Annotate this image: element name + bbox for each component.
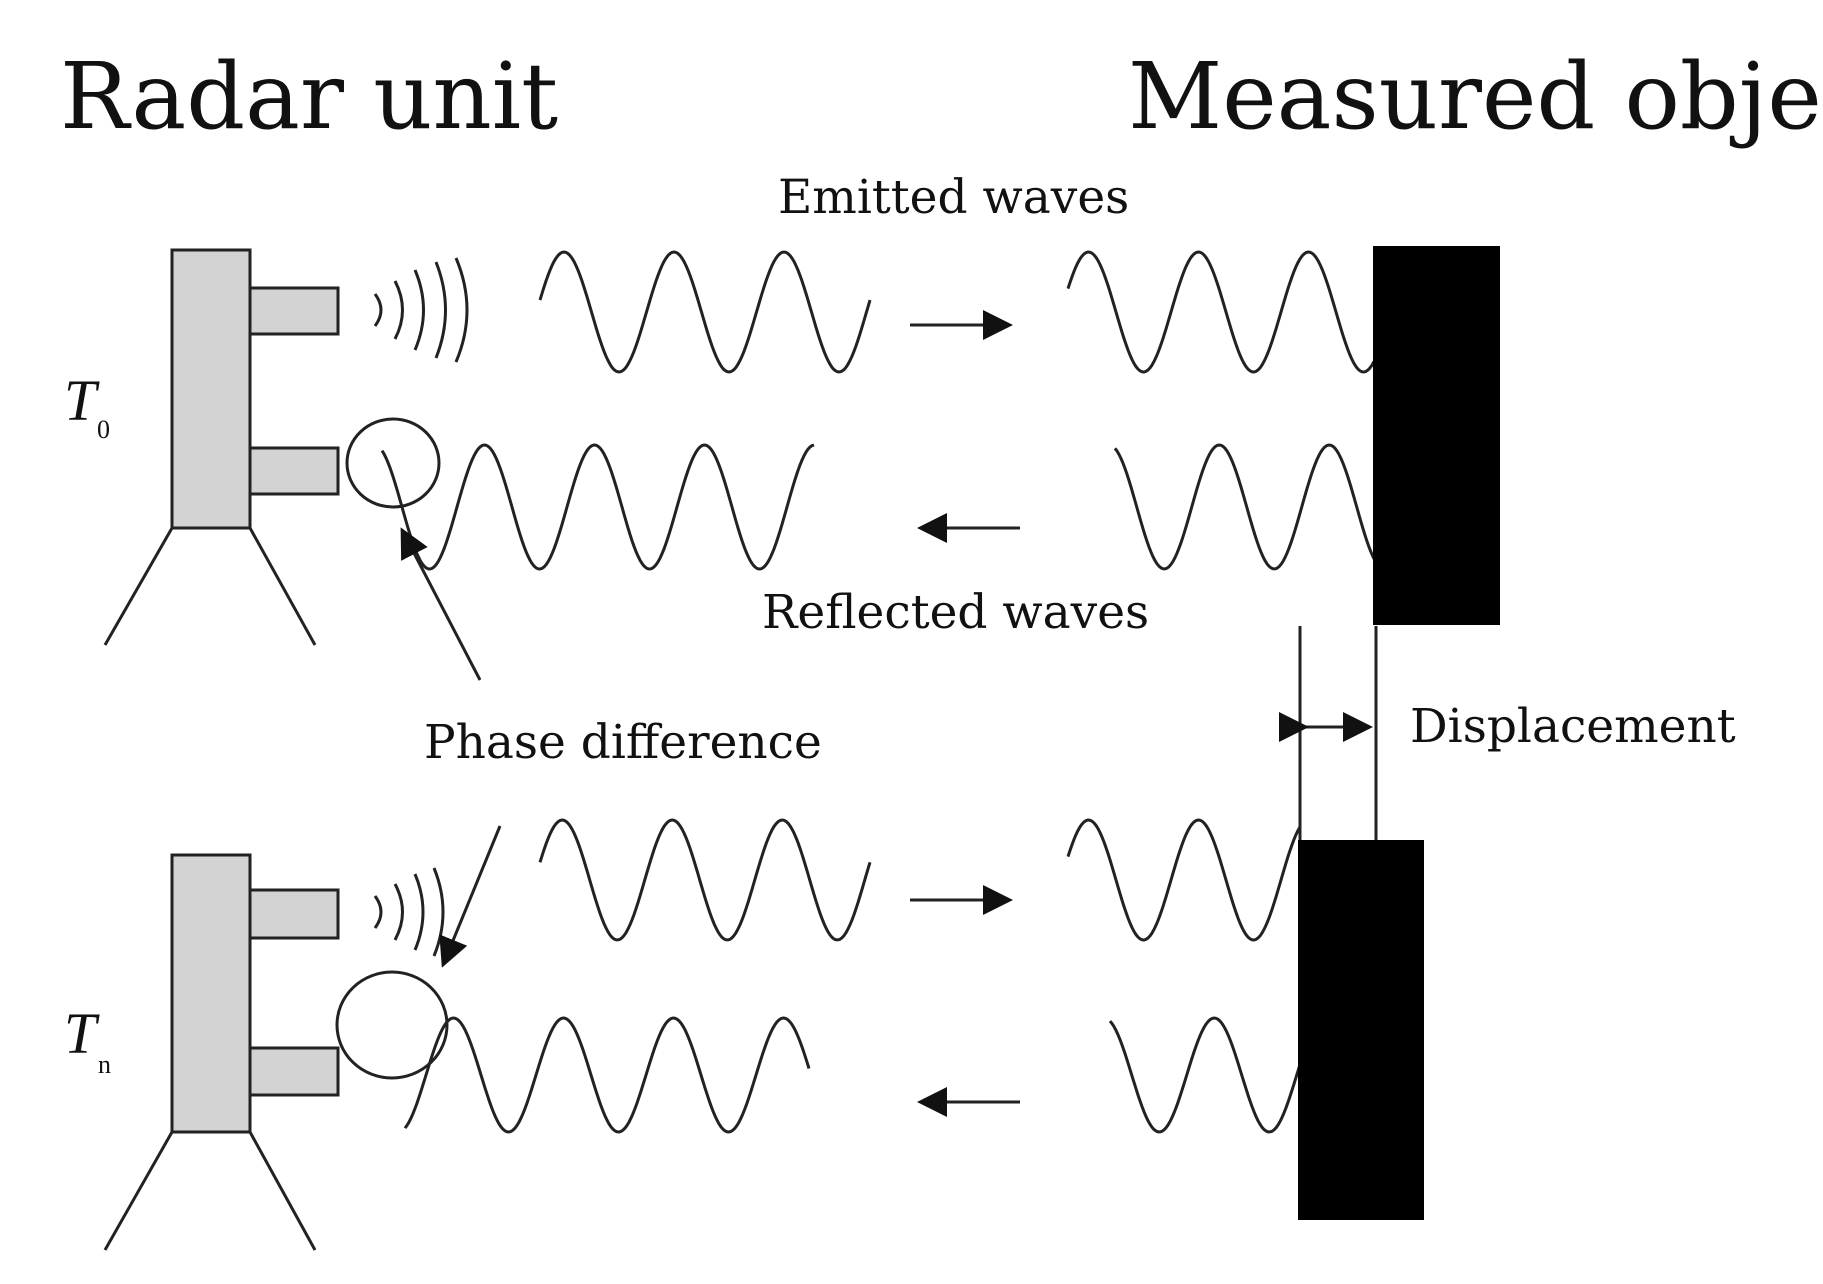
time-label-t0: T 0 xyxy=(64,368,110,444)
emitted-wave-tn-right xyxy=(1066,818,1302,942)
label-emitted-waves: Emitted waves xyxy=(778,170,1129,225)
reflected-wave-t0-left xyxy=(380,443,815,571)
receiver-antenna xyxy=(248,446,340,496)
transmitter-antenna xyxy=(248,286,340,336)
reflected-wave-t0-right xyxy=(1113,443,1377,571)
receiver-antenna xyxy=(248,1046,340,1097)
radar-leg xyxy=(103,1131,174,1251)
emitted-wave-t0-left xyxy=(538,250,872,374)
title-radar-unit: Radar unit xyxy=(60,43,558,150)
svg-text:n: n xyxy=(98,1050,111,1079)
phase-pointer-up-icon xyxy=(400,527,482,681)
phase-pointer-down-icon xyxy=(439,825,502,968)
emission-arcs-icon xyxy=(373,867,445,957)
reflected-wave-tn-right xyxy=(1108,1016,1302,1134)
measured-object-tn xyxy=(1298,840,1424,1220)
svg-text:0: 0 xyxy=(97,415,110,444)
emitted-wave-tn-left xyxy=(538,818,872,942)
radar-unit-t0 xyxy=(103,248,469,646)
radar-leg xyxy=(103,527,174,646)
svg-text:T: T xyxy=(64,1001,100,1066)
emitted-wave-t0-right xyxy=(1066,250,1376,374)
radar-leg xyxy=(248,527,317,646)
radar-housing xyxy=(170,853,252,1134)
phase-circle xyxy=(335,970,449,1080)
radar-housing xyxy=(170,248,252,530)
displacement-indicator xyxy=(1279,626,1378,840)
radar-leg xyxy=(248,1131,317,1251)
label-displacement: Displacement xyxy=(1410,699,1736,754)
radar-unit-tn xyxy=(103,853,449,1251)
svg-text:T: T xyxy=(64,368,100,433)
title-measured-object: Measured object xyxy=(1128,43,1823,150)
reflected-wave-tn-left xyxy=(403,1016,811,1134)
time-label-tn: T n xyxy=(64,1001,111,1079)
measured-object-t0 xyxy=(1373,246,1500,625)
phase-circle xyxy=(345,417,441,509)
transmitter-antenna xyxy=(248,888,340,940)
emission-arcs-icon xyxy=(373,257,469,363)
label-phase-difference: Phase difference xyxy=(424,715,822,770)
label-reflected-waves: Reflected waves xyxy=(762,585,1149,640)
